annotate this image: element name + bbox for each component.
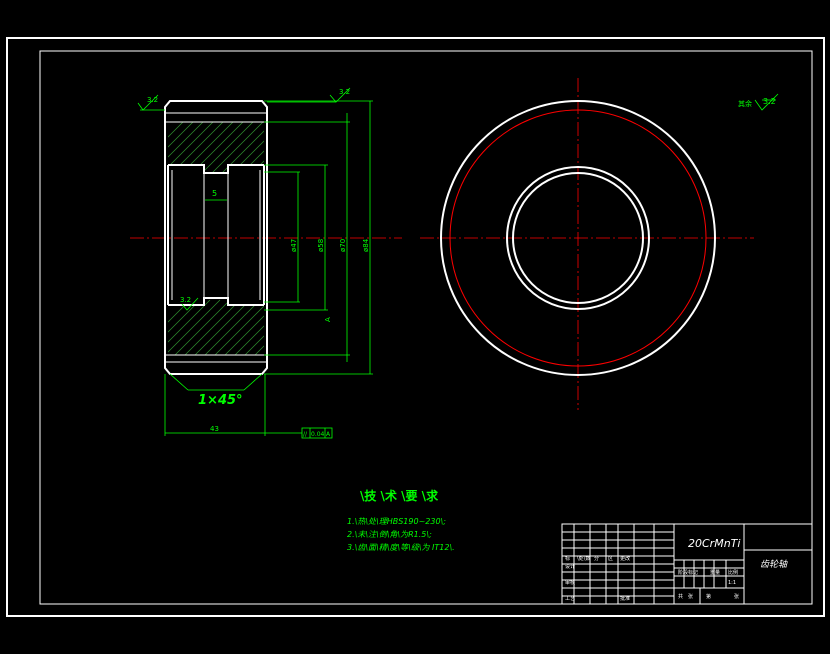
roughness-top: 3.2: [267, 87, 351, 103]
tech-title: \技 \术 \要 \求: [360, 488, 439, 503]
dia-1: ø47: [290, 239, 298, 252]
roughness-general: 其余 3.2: [738, 93, 779, 111]
svg-text:阶段标记: 阶段标记: [678, 569, 698, 576]
svg-text:3.2: 3.2: [180, 296, 191, 304]
section-dimensions: 5 ø47 ø58 ø70 ø84 A 43 1×45°: [137, 87, 373, 439]
svg-text:1:1: 1:1: [728, 580, 736, 586]
tech-note-3: 3.\齿\面\精\度\等\级\为 IT12\.: [347, 543, 455, 552]
svg-text:批准: 批准: [620, 595, 630, 602]
svg-text:其余: 其余: [738, 99, 752, 108]
tol-value: 0.04: [311, 431, 325, 438]
roughness-left: 3.2: [137, 94, 165, 111]
svg-text:标: 标: [565, 555, 570, 562]
tech-note-1: 1.\热\处\理HBS190~230\;: [347, 517, 446, 526]
svg-text:3.2: 3.2: [763, 97, 776, 106]
svg-text:工艺: 工艺: [565, 596, 575, 602]
dia-4: ø84: [362, 238, 370, 252]
svg-text:重量: 重量: [710, 569, 720, 576]
svg-text:分: 分: [594, 555, 599, 562]
part-name: 齿轮轴: [760, 559, 788, 570]
groove-width-dim: 5: [212, 189, 217, 198]
svg-text:第: 第: [706, 593, 711, 600]
section-view: [130, 100, 402, 375]
svg-text:\处\数: \处\数: [577, 555, 590, 562]
svg-text:张: 张: [734, 593, 739, 600]
width-dim: 43: [210, 425, 219, 433]
inner-border: [39, 50, 813, 605]
material: 20CrMnTi: [688, 537, 740, 550]
tol-symbol: //: [303, 431, 308, 438]
dia-3: ø70: [339, 239, 347, 252]
svg-text:更改: 更改: [620, 555, 630, 562]
svg-text:张: 张: [688, 593, 693, 600]
svg-text:区: 区: [608, 556, 613, 562]
svg-text:审核: 审核: [565, 579, 575, 586]
title-block: 20CrMnTi 齿轮轴 标 \处\数 分 区 更改 设计 审核 工艺 批准 阶…: [561, 523, 813, 605]
front-view: [420, 78, 754, 410]
svg-text:比例: 比例: [728, 569, 738, 576]
datum-label: A: [324, 317, 332, 322]
dia-2: ø58: [317, 239, 325, 252]
svg-text:设计: 设计: [565, 563, 575, 570]
chamfer-label: 1×45°: [198, 393, 243, 408]
svg-text:3.2: 3.2: [339, 88, 350, 96]
svg-text:3.2: 3.2: [147, 96, 158, 104]
tol-datum: A: [326, 431, 331, 438]
outer-border: [6, 37, 825, 617]
svg-text:共: 共: [678, 593, 683, 600]
roughness-inner: 3.2: [180, 296, 199, 311]
tech-requirements: \技 \术 \要 \求 1.\热\处\理HBS190~230\; 2.\未\注\…: [347, 488, 455, 552]
tech-note-2: 2.\未\注\倒\角\为R1.5\;: [347, 530, 432, 539]
